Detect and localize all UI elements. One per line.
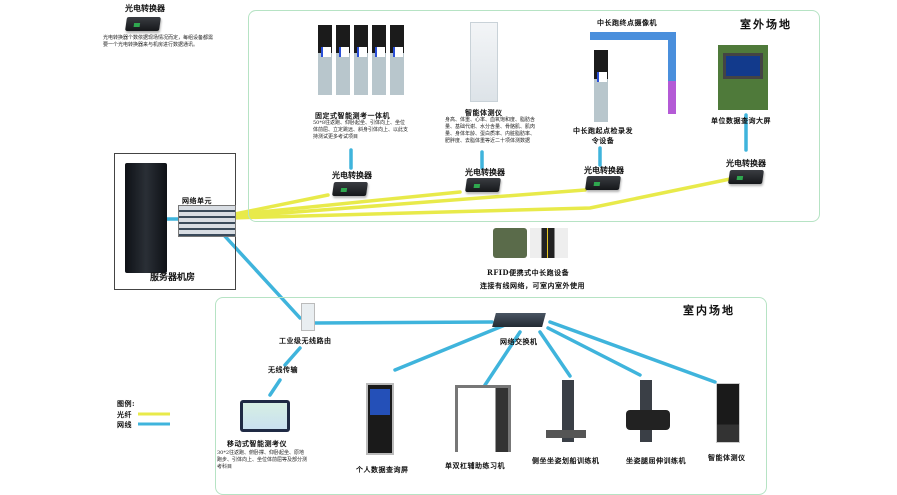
fixed-kiosk-desc: 50*8往返跑、仰卧起坐、引体向上、坐位体前屈、立定跳远、斜身引体向上、以此支持…: [313, 120, 409, 140]
outdoor-zone: [248, 10, 820, 222]
ethernet-switch-leg: [546, 326, 642, 377]
kiosk-device: [372, 25, 386, 95]
data-screen-icon: [366, 383, 394, 455]
converter-icon: [125, 17, 161, 31]
display-screen: [723, 53, 763, 79]
tablet-label: 移动式智能测考仪: [227, 439, 287, 448]
converter-label-2: 光电转换器: [465, 168, 505, 177]
router-label: 工业级无线路由: [279, 336, 332, 345]
legend-fiber-label: 光纤: [117, 410, 132, 419]
indoor-body-test-label: 智能体测仪: [708, 453, 746, 462]
tablet-icon: [240, 400, 290, 432]
indoor-zone-title: 室内场地: [683, 304, 735, 317]
converter-note-desc: 光电转换器个数依据现场情况而定，每组设备都需要一个光电转换器来与机房进行数据通讯…: [103, 35, 214, 48]
start-device-label-text: 中长跑起点检录发令设备: [573, 126, 633, 145]
converter-label-1: 光电转换器: [332, 171, 372, 180]
wireless-label: 无线传输: [268, 365, 298, 374]
leg-machine-label: 坐姿腿屈伸训练机: [626, 456, 686, 465]
fiber-line-3: [228, 188, 587, 219]
network-unit-icon: [178, 205, 236, 237]
router-icon: [301, 303, 315, 331]
ethernet-switch-bars: [483, 330, 522, 387]
ethernet-router-tablet: [283, 346, 302, 367]
track-icon: [530, 228, 568, 258]
rfid-case-icon: [493, 228, 527, 258]
switch-label: 网络交换机: [500, 337, 538, 346]
kiosk-device: [390, 25, 404, 95]
legend-ethernet-label: 网线: [117, 420, 132, 429]
converter-2: [465, 178, 501, 192]
rfid-label: RFID便携式中长跑设备: [487, 268, 570, 277]
kiosk-device: [336, 25, 350, 95]
outdoor-zone-title: 室外场地: [740, 18, 792, 31]
row-machine-label: 侧坐坐姿划船训练机: [532, 456, 600, 465]
indoor-body-test-icon: [716, 383, 740, 443]
fixed-kiosk-label: 固定式智能测考一体机: [315, 111, 390, 120]
outdoor-display-icon: [718, 45, 768, 110]
bars-machine-label: 单双杠辅助练习机: [445, 461, 505, 470]
camera-gantry-top: [590, 32, 676, 40]
kiosk-device: [354, 25, 368, 95]
tablet-screen: [243, 403, 287, 429]
kiosk-device: [318, 25, 332, 95]
finish-camera-label: 中长跑终点摄像机: [597, 18, 657, 27]
switch-icon: [492, 313, 546, 327]
outdoor-display-label: 单位数据查询大屏: [711, 116, 771, 125]
fiber-line-2: [228, 190, 462, 217]
body-test-desc: 身高、体重、心率、血氧饱和度、脂肪含量、基础代谢、水分含量、骨骼肌、肌肉量、身体…: [445, 117, 536, 144]
ethernet-switch-screen: [393, 323, 507, 372]
server-room-label: 服务器机房: [150, 273, 196, 283]
converter-1: [332, 182, 368, 196]
ethernet-tablet: [268, 378, 282, 397]
start-device-label: 中长跑起点检录发令设备: [573, 126, 633, 146]
server-rack-icon: [125, 163, 167, 273]
network-unit-label: 网络单元: [182, 196, 212, 205]
converter-3: [585, 176, 621, 190]
row-machine-icon: [562, 380, 574, 442]
row-machine-seat: [546, 430, 586, 438]
tablet-desc: 30*2往返跑、俯卧撑、仰卧起坐、原地跑步、引体向上、坐位体前屈等及部分测考科目: [217, 450, 308, 470]
rfid-sublabel: 连接有线网络，可室内室外使用: [480, 281, 585, 290]
legend-title: 图例:: [117, 399, 136, 408]
ethernet-switch-body: [548, 320, 717, 384]
converter-label-3: 光电转换器: [584, 166, 624, 175]
bars-machine-icon: [455, 385, 511, 452]
data-screen-label: 个人数据查询屏: [356, 465, 409, 474]
body-test-device-icon: [470, 22, 498, 102]
converter-label-4: 光电转换器: [726, 159, 766, 168]
camera-gantry-post: [668, 32, 676, 114]
fiber-line-4: [228, 176, 737, 220]
body-test-label: 智能体测仪: [465, 108, 503, 117]
start-device-icon: [594, 50, 608, 122]
leg-machine-seat: [626, 410, 670, 430]
data-screen-display: [370, 389, 390, 415]
ethernet-switch-row: [538, 330, 572, 378]
ethernet-router-switch: [313, 320, 494, 325]
converter-note-title: 光电转换器: [125, 4, 165, 13]
converter-4: [728, 170, 764, 184]
